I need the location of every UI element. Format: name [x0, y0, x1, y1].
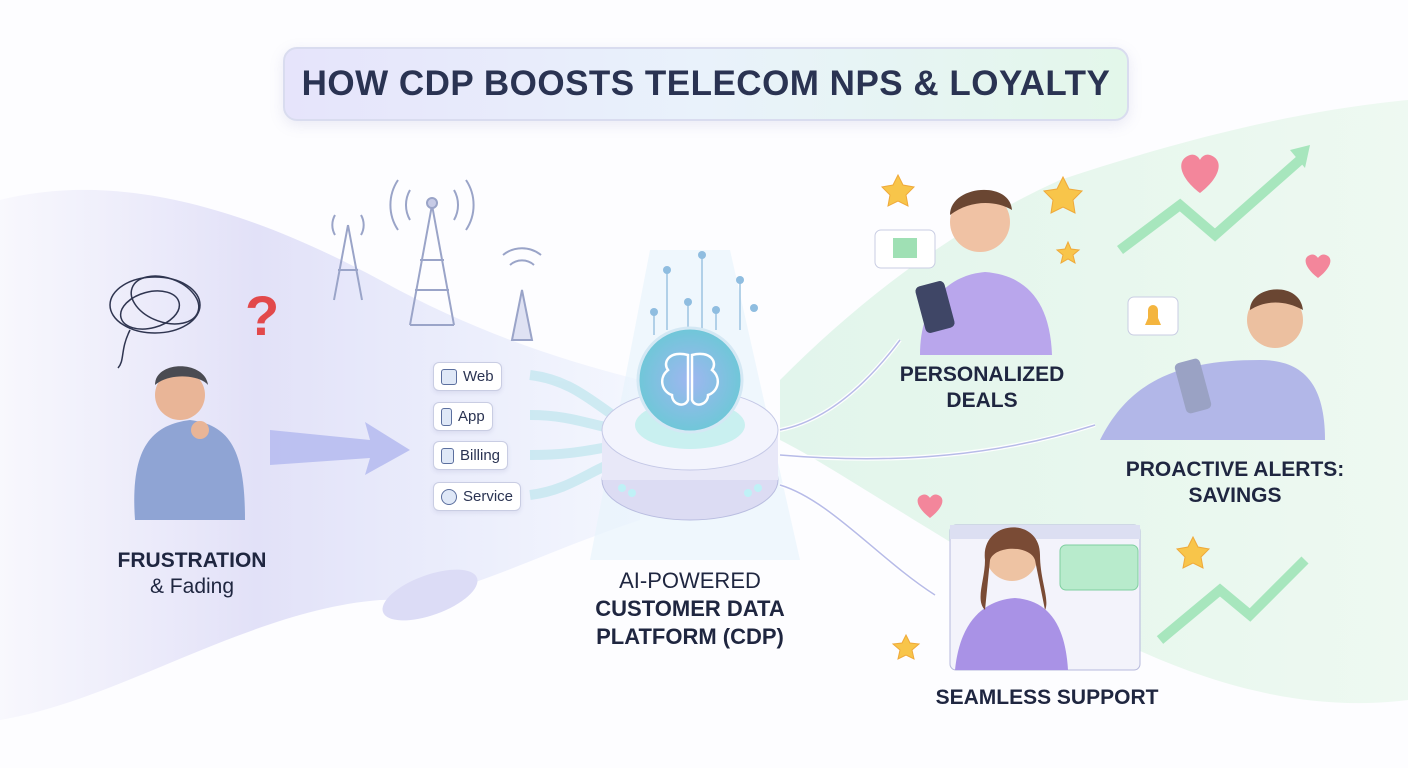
browser-icon [441, 368, 457, 385]
cdp-label: AI-POWERED CUSTOMER DATA PLATFORM (CDP) [560, 567, 820, 651]
frustration-label: FRUSTRATION & Fading [92, 548, 292, 600]
trend-up-arrow-icon [1117, 156, 1304, 254]
person-support-illustration [949, 524, 1141, 671]
heart-icon [1181, 154, 1219, 193]
frustrated-person-illustration [134, 366, 245, 520]
cdp-hub-illustration [590, 250, 800, 560]
channel-label: App [458, 408, 485, 425]
flow-arrow-icon [270, 422, 410, 475]
cell-tower-icon [331, 179, 542, 341]
outcome-proactive-alerts: PROACTIVE ALERTS: SAVINGS [1105, 457, 1365, 509]
cdp-label-line1: AI-POWERED [619, 568, 761, 593]
channel-chip-app: App [433, 402, 493, 431]
question-mark-icon: ? [245, 284, 279, 347]
star-icon [1042, 175, 1084, 214]
channel-chip-billing: Billing [433, 441, 509, 470]
person-deals-illustration [874, 189, 1052, 355]
cdp-label-line2: CUSTOMER DATA [595, 596, 785, 621]
receipt-icon [441, 447, 454, 464]
heart-icon [1305, 254, 1331, 278]
frustration-label-bold: FRUSTRATION [117, 549, 267, 572]
channel-label: Billing [460, 447, 501, 464]
cdp-label-line3: PLATFORM (CDP) [596, 624, 784, 649]
star-icon [1175, 535, 1211, 569]
confused-thought-icon [109, 275, 201, 369]
trend-up-arrow-icon [1156, 556, 1309, 644]
star-icon [891, 633, 921, 660]
star-icon [1055, 240, 1081, 265]
outcome-line1: SEAMLESS SUPPORT [935, 686, 1159, 709]
outcome-seamless-support: SEAMLESS SUPPORT [917, 685, 1177, 711]
outcome-line2: SAVINGS [1188, 484, 1282, 507]
channel-chip-service: Service [433, 482, 522, 511]
star-icon [880, 173, 916, 207]
outcome-line2: DEALS [946, 389, 1018, 412]
hand-support-icon [441, 488, 457, 505]
heart-icon [917, 494, 943, 518]
channel-chip-web: Web [433, 362, 502, 391]
outcome-line1: PERSONALIZED [899, 363, 1065, 386]
page-title: HOW CDP BOOSTS TELECOM NPS & LOYALTY [283, 47, 1129, 121]
phone-icon [441, 407, 452, 426]
channel-label: Web [463, 368, 494, 385]
outcome-line1: PROACTIVE ALERTS: [1125, 458, 1345, 481]
frustration-label-sub: & Fading [149, 575, 235, 598]
outcome-personalized-deals: PERSONALIZED DEALS [872, 362, 1092, 414]
person-alerts-illustration [1100, 289, 1325, 440]
channel-label: Service [463, 488, 514, 505]
brain-icon [660, 352, 720, 406]
bell-icon [1145, 305, 1161, 325]
